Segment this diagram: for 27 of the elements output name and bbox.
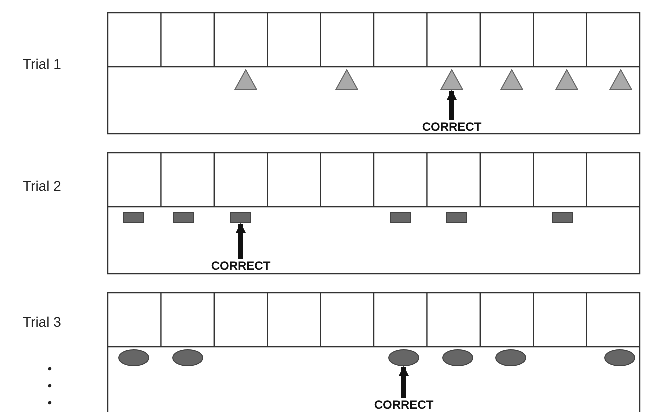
square-marker xyxy=(552,212,574,224)
square-marker xyxy=(124,212,144,224)
trial-label: Trial 1 xyxy=(23,56,62,72)
square-marker xyxy=(230,212,252,224)
oval-marker xyxy=(118,350,150,366)
oval-marker xyxy=(496,350,526,366)
arrow xyxy=(236,223,246,259)
oval-marker xyxy=(172,350,204,366)
triangle-marker xyxy=(555,68,579,90)
arrow xyxy=(399,366,409,398)
triangle-marker xyxy=(234,68,258,90)
square-marker xyxy=(390,212,412,224)
arrow xyxy=(447,90,457,120)
correct-label: CORRECT xyxy=(211,259,271,273)
square-marker xyxy=(174,212,194,224)
correct-label: CORRECT xyxy=(374,398,434,412)
oval-marker xyxy=(388,350,420,366)
triangle-marker xyxy=(609,68,633,90)
triangle-marker xyxy=(500,68,524,90)
correct-label: CORRECT xyxy=(422,120,482,134)
square-marker xyxy=(446,212,468,224)
triangle-marker xyxy=(440,68,464,90)
triangle-marker xyxy=(335,68,359,90)
oval-marker xyxy=(442,350,474,366)
oval-marker xyxy=(604,350,636,366)
trial-label: Trial 2 xyxy=(23,178,62,194)
trial-label: Trial 3 xyxy=(23,314,62,330)
